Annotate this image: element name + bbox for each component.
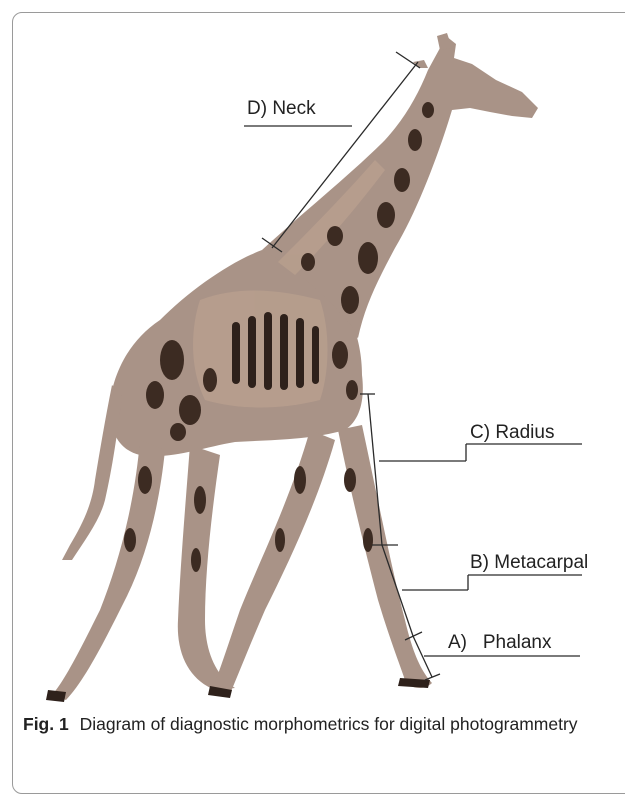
figure-caption: Fig. 1 Diagram of diagnostic morphometri…	[23, 712, 603, 736]
figure-number: Fig. 1	[23, 714, 69, 734]
neck-label: D) Neck	[247, 98, 316, 120]
hooves	[46, 678, 430, 702]
metacarpal-label: B) Metacarpal	[470, 552, 588, 574]
caption-text: Diagram of diagnostic morphometrics for …	[80, 714, 578, 734]
radius-label: C) Radius	[470, 422, 554, 444]
phalanx-label: A) Phalanx	[448, 632, 552, 654]
